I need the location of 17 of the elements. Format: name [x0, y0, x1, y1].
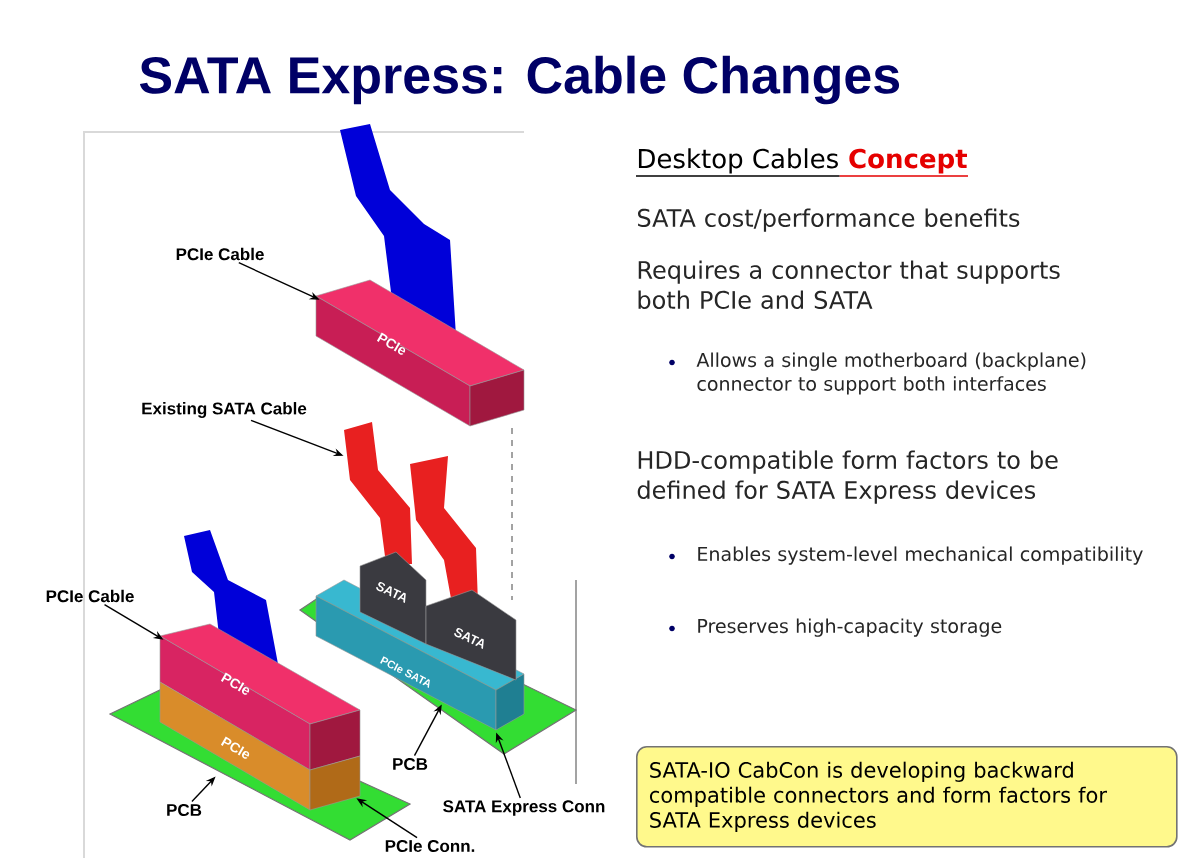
bullet-point: Enables system-level mechanical compatibility — [669, 546, 1143, 565]
part-label: PCIe Conn. — [385, 840, 475, 852]
body-text: HDD-compatible form factors to be defined for SATA Express devices — [637, 450, 1058, 504]
part-label: Existing SATA Cable — [142, 402, 307, 418]
note-box: SATA-IO CabCon is developing backward compatible connectors and form factors for SATA Express devices — [636, 746, 1178, 848]
bullet-point: Allows a single motherboard (backplane) connector to support both interfaces — [669, 352, 1086, 395]
slide-title: SATA Express: Cable Changes — [139, 55, 900, 105]
part-label: PCB — [167, 804, 202, 816]
section-heading: Concept — [838, 148, 969, 177]
part-label: PCIe Cable — [46, 589, 134, 603]
body-text: Requires a connector that supports both PCIe and SATA — [638, 260, 1060, 309]
part-label: PCB — [393, 758, 428, 770]
body-text: SATA cost/performance benefits — [637, 208, 1020, 232]
bullet-point: Preserves high-capacity storage — [669, 618, 1002, 637]
part-label: SATA Express Conn — [443, 800, 605, 816]
section-heading: Desktop Cables — [635, 148, 841, 177]
part-label: PCIe Cable — [176, 247, 264, 261]
